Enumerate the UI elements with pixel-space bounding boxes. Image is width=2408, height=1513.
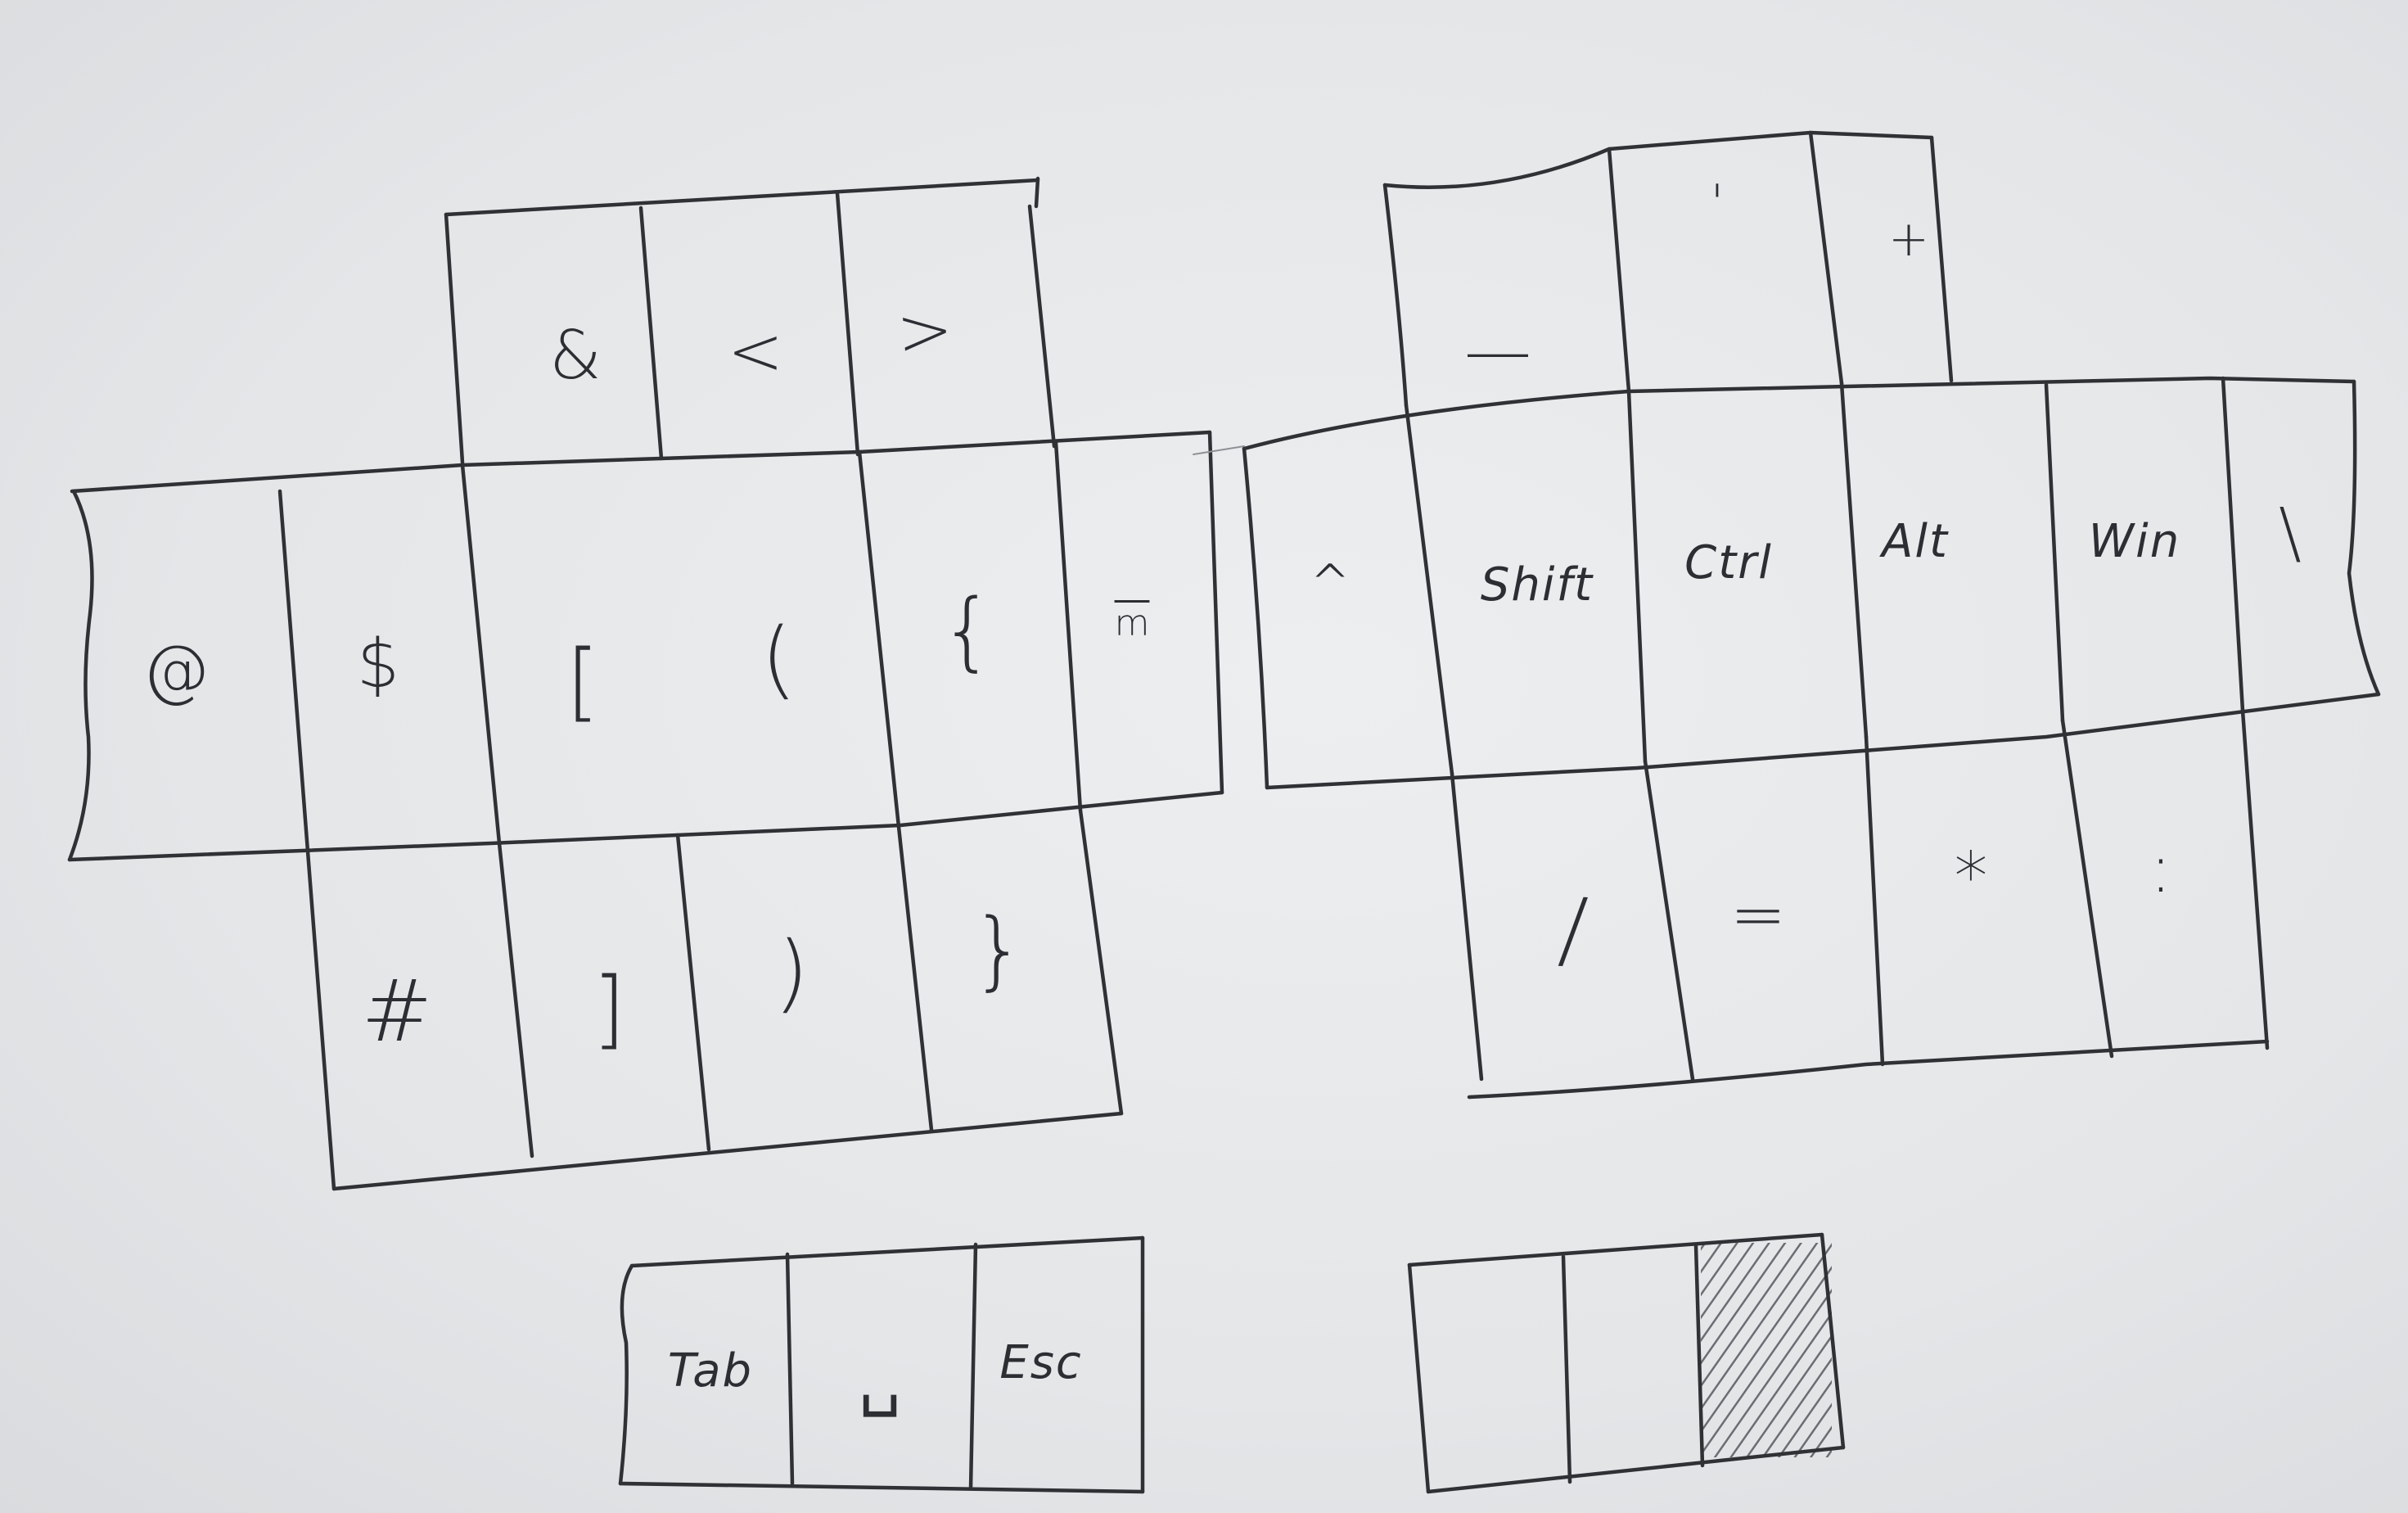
key-greater-than: >: [894, 290, 956, 373]
right-half-grid: [1193, 130, 2381, 1100]
key-space: ␣: [858, 1340, 902, 1418]
key-dollar: $: [356, 626, 400, 703]
key-right-paren: ): [773, 922, 812, 1023]
key-right-brace: }: [971, 900, 1026, 1000]
key-hash: #: [361, 961, 433, 1061]
key-slash: /: [1556, 878, 1590, 980]
key-shift: Shift: [1480, 558, 1594, 612]
key-left-brace: {: [940, 580, 995, 680]
key-underscore: —: [1464, 313, 1531, 391]
key-left-paren: (: [757, 607, 798, 711]
key-at: @: [142, 632, 210, 710]
key-caret: ^: [1309, 554, 1351, 612]
left-half-grid: [67, 176, 1224, 1191]
key-equals: =: [1729, 876, 1787, 954]
key-plus: +: [1887, 210, 1930, 268]
key-ctrl: Ctrl: [1684, 536, 1773, 589]
shaded-key: [1701, 1243, 1832, 1457]
right-thumb-grid: [1407, 1232, 1846, 1494]
key-tab: Tab: [667, 1344, 754, 1398]
key-ampersand: &: [549, 317, 602, 395]
key-asterisk: *: [1954, 838, 1988, 916]
key-colon: :: [2149, 830, 2172, 908]
key-less-than: <: [727, 313, 784, 391]
key-win: Win: [2088, 515, 2181, 568]
key-alt: Alt: [1882, 515, 1949, 568]
key-left-bracket: [: [566, 631, 600, 731]
key-backslash: \: [2279, 495, 2302, 572]
key-right-bracket: ]: [592, 959, 626, 1059]
key-esc: Esc: [999, 1336, 1083, 1389]
key-apostrophe: ': [1710, 174, 1725, 232]
key-m-overline: m: [1114, 603, 1150, 644]
left-thumb-grid: [618, 1235, 1145, 1494]
